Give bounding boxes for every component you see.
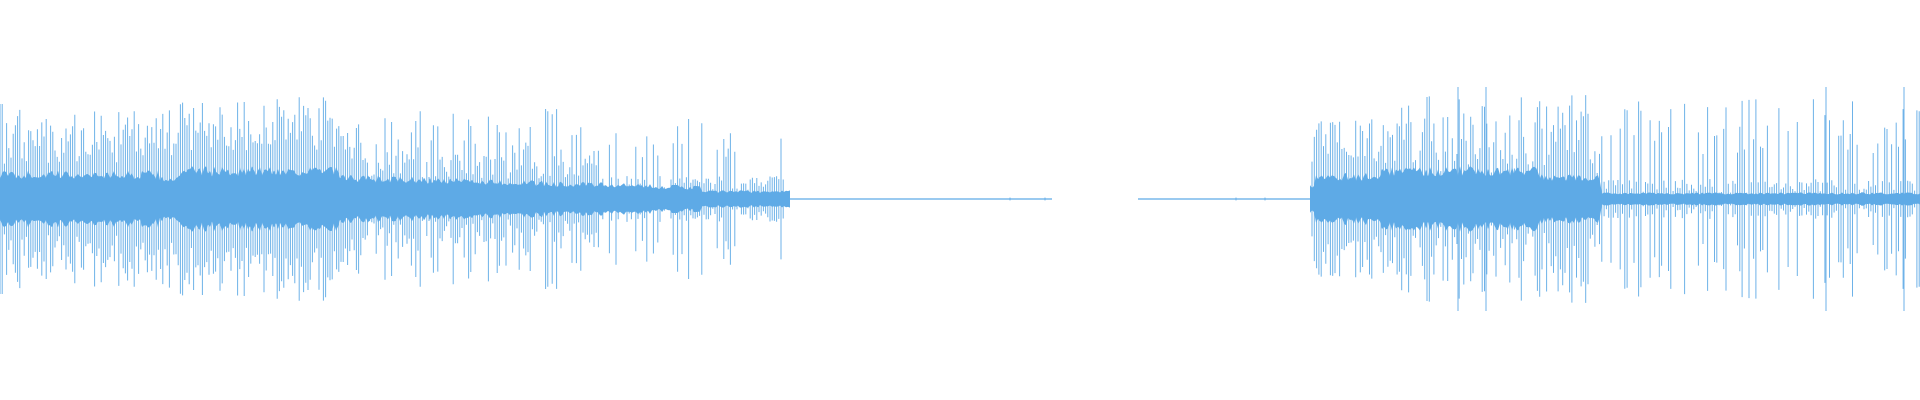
waveform-body-right [1310,166,1920,232]
waveform-spikes-left [0,97,784,301]
waveform-silence-ticks [1009,197,1266,201]
waveform-spikes-right [1311,87,1920,311]
